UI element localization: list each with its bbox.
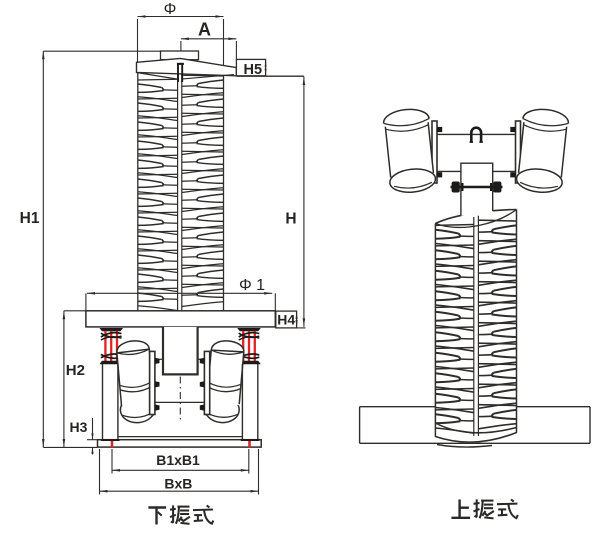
svg-text:H: H — [285, 210, 296, 227]
svg-text:H1: H1 — [20, 210, 40, 227]
svg-text:A: A — [198, 20, 211, 40]
svg-text:Φ: Φ — [164, 1, 177, 18]
svg-text:H5: H5 — [244, 62, 263, 78]
svg-text:BxB: BxB — [164, 475, 192, 491]
svg-text:B1xB1: B1xB1 — [156, 452, 200, 468]
svg-text:Φ 1: Φ 1 — [239, 277, 265, 294]
svg-text:H3: H3 — [70, 419, 88, 435]
svg-text:H4: H4 — [277, 312, 295, 328]
svg-text:H2: H2 — [66, 362, 85, 379]
